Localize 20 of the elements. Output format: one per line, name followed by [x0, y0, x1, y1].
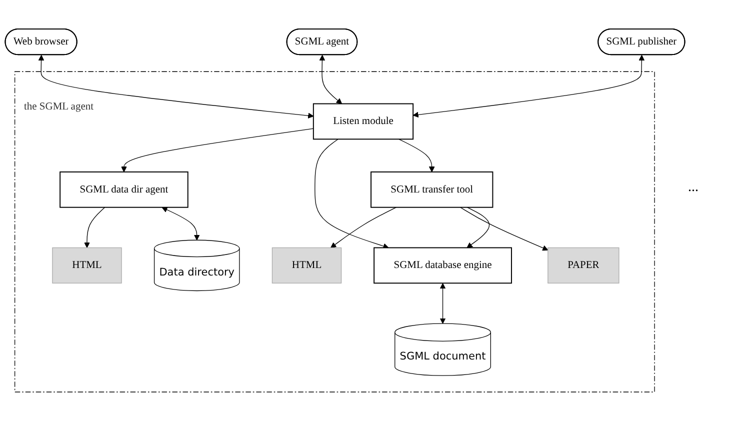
arrow: [440, 283, 446, 324]
node-box: Listen module: [312, 103, 414, 140]
arrow: [314, 138, 389, 249]
node-box: SGML transfer tool: [370, 171, 494, 208]
node-box: SGML data dir agent: [60, 171, 188, 208]
arrow: [121, 128, 314, 172]
arrow: [84, 207, 106, 248]
node-box: SGML database engine: [374, 247, 512, 284]
node-box: HTML: [272, 247, 342, 284]
node-box: PAPER: [548, 247, 620, 284]
arrow: [412, 54, 645, 118]
arrow: [162, 207, 200, 240]
arrow: [466, 207, 490, 248]
arrow: [460, 207, 548, 251]
arrow: [398, 138, 435, 172]
arrow: [330, 207, 397, 248]
node-box: HTML: [52, 247, 122, 284]
arrow: [38, 54, 314, 118]
ellipsis-text: ...: [688, 180, 700, 196]
arrow: [319, 54, 342, 104]
